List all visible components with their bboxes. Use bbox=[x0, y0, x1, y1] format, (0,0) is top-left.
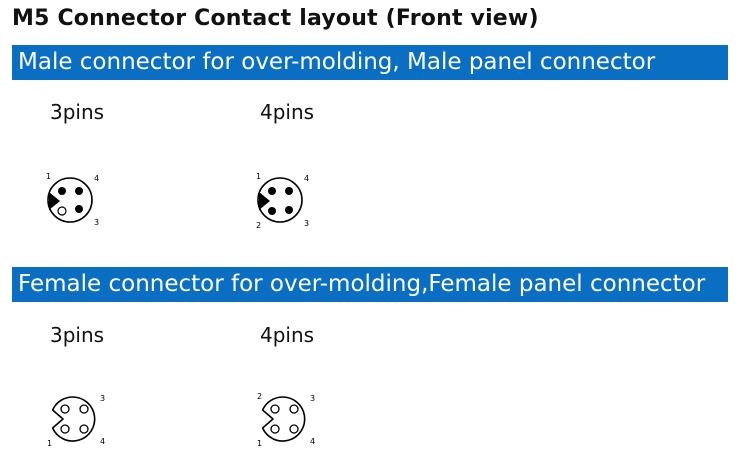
female-4pin-connector-diagram: 2 3 1 4 bbox=[257, 392, 315, 448]
female-section-heading: Female connector for over-molding,Female… bbox=[12, 267, 728, 302]
connector-outline bbox=[257, 177, 303, 223]
pin-number: 3 bbox=[310, 394, 315, 403]
coding-key bbox=[49, 192, 60, 210]
pin-number: 2 bbox=[257, 392, 262, 401]
pin-number: 4 bbox=[310, 437, 315, 446]
female-3pin-label: 3pins bbox=[50, 323, 105, 347]
pin-number: 2 bbox=[256, 221, 261, 230]
page-title: M5 Connector Contact layout (Front view) bbox=[12, 6, 539, 31]
contact-socket-3 bbox=[79, 404, 89, 414]
empty-contact-position bbox=[57, 206, 67, 216]
male-4pin-label: 4pins bbox=[260, 100, 315, 124]
female-3pin-connector-diagram: 3 1 4 bbox=[47, 394, 105, 448]
pin-number: 3 bbox=[304, 219, 309, 228]
pin-number: 4 bbox=[94, 174, 99, 183]
contact-socket-2 bbox=[270, 404, 280, 414]
pin-number: 3 bbox=[100, 394, 105, 403]
contact-socket-1 bbox=[270, 424, 280, 434]
contact-pin-4 bbox=[285, 187, 293, 195]
contact-pin-3 bbox=[75, 205, 83, 213]
contact-socket-4 bbox=[79, 424, 89, 434]
pin-number: 1 bbox=[46, 172, 51, 181]
contact-pin-3 bbox=[285, 206, 293, 214]
contact-pin-2 bbox=[268, 207, 276, 215]
pin-number: 1 bbox=[47, 439, 52, 448]
female-4pin-label: 4pins bbox=[260, 323, 315, 347]
pin-number: 4 bbox=[100, 437, 105, 446]
male-section-heading: Male connector for over-molding, Male pa… bbox=[12, 45, 728, 80]
empty-contact-position bbox=[60, 404, 70, 414]
pin-number: 4 bbox=[304, 174, 309, 183]
pin-number: 1 bbox=[257, 439, 262, 448]
contact-socket-1 bbox=[60, 424, 70, 434]
male-3pin-label: 3pins bbox=[50, 100, 105, 124]
pin-number: 3 bbox=[94, 218, 99, 227]
contact-pin-4 bbox=[75, 187, 83, 195]
contact-pin-1 bbox=[58, 187, 66, 195]
male-3pin-connector-diagram: 1 4 3 bbox=[46, 172, 99, 227]
contact-pin-1 bbox=[268, 187, 276, 195]
pin-number: 1 bbox=[256, 172, 261, 181]
coding-key bbox=[259, 192, 270, 210]
contact-socket-3 bbox=[289, 404, 299, 414]
contact-socket-4 bbox=[289, 424, 299, 434]
connector-outline bbox=[261, 396, 306, 442]
connector-outline bbox=[51, 396, 96, 442]
connector-outline bbox=[47, 177, 93, 223]
male-4pin-connector-diagram: 1 4 2 3 bbox=[256, 172, 309, 230]
